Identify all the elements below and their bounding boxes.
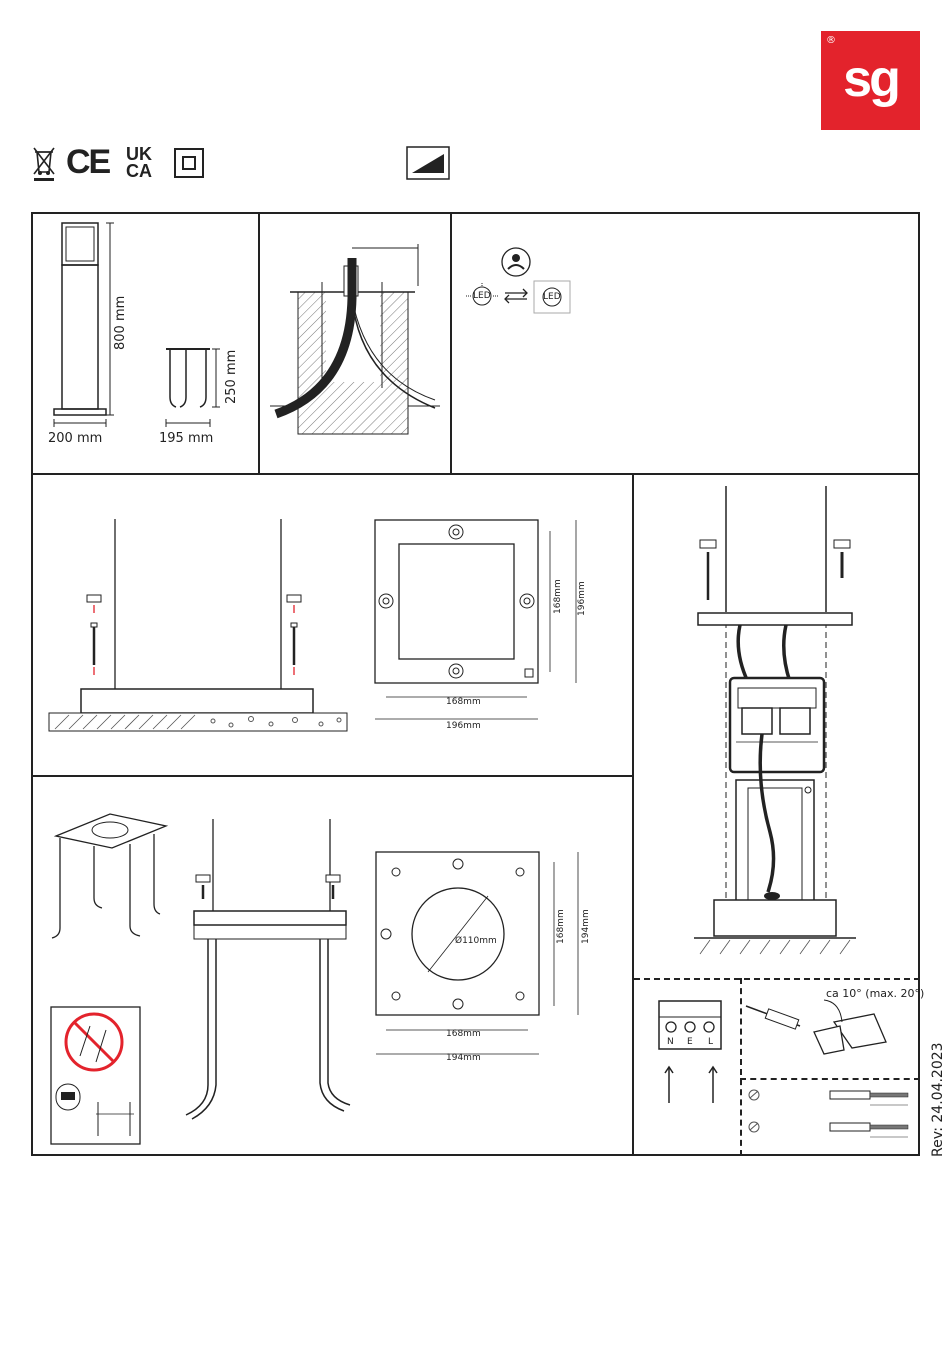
bollard-drawing (40, 215, 255, 445)
logo-text: sg (821, 53, 920, 105)
led-module-label: LED (543, 292, 561, 302)
service-person-icon (500, 247, 532, 277)
side-168-label: 168mm (553, 579, 563, 614)
concrete-mounting-drawing (45, 515, 350, 735)
width-195-label: 195 mm (159, 431, 213, 446)
divider (31, 775, 633, 777)
width-200-label: 200 mm (48, 431, 102, 446)
dashed-divider (634, 978, 920, 980)
anchor-side-drawing (180, 815, 355, 1120)
dashed-divider (740, 1078, 920, 1080)
outer-196-label: 196mm (446, 721, 481, 731)
dashed-divider (740, 978, 742, 1156)
divider (632, 473, 634, 1156)
registered-mark: ® (826, 35, 836, 46)
ukca-bottom: CA (126, 163, 152, 180)
hole-110-label: Ø110mm (455, 936, 497, 946)
inner-168-label-2: 168mm (446, 1029, 481, 1039)
base-plate-194-drawing (370, 848, 592, 1063)
terminal-block-drawing (655, 997, 725, 1107)
revision-label: Rev: 24.04.2023 (930, 1042, 946, 1157)
divider (450, 212, 452, 474)
brand-logo: ® sg (821, 31, 920, 130)
anchor-3d-drawing (50, 808, 170, 943)
led-label: LED (473, 291, 491, 301)
screwdriver-angle-drawing (744, 992, 916, 1064)
side-196-label: 196mm (577, 581, 587, 616)
height-800-label: 800 mm (113, 296, 128, 350)
dimmer-ramp-icon (406, 146, 450, 180)
inner-168-label: 168mm (446, 697, 481, 707)
divider (31, 473, 920, 475)
divider (258, 212, 260, 474)
terminal-n-label: N (667, 1037, 674, 1047)
angle-note: ca 10° (max. 20°) (826, 987, 924, 1000)
swap-arrows-icon (503, 288, 529, 304)
side-168-label-2: 168mm (556, 909, 566, 944)
wire-strip-drawing (746, 1085, 914, 1149)
weee-bin-icon (32, 146, 56, 182)
wiring-drawing (690, 482, 860, 957)
ground-cable-drawing (270, 238, 445, 443)
terminal-l-label: L (708, 1037, 713, 1047)
terminal-e-label: E (687, 1037, 693, 1047)
warning-no-bend-drawing (50, 1006, 141, 1145)
outer-194-label: 194mm (446, 1053, 481, 1063)
side-194-label: 194mm (581, 909, 591, 944)
height-250-label: 250 mm (224, 350, 239, 404)
class-ii-icon (174, 148, 204, 178)
uk-ca-mark: UK CA (126, 146, 152, 180)
ce-mark: CE (66, 143, 109, 182)
